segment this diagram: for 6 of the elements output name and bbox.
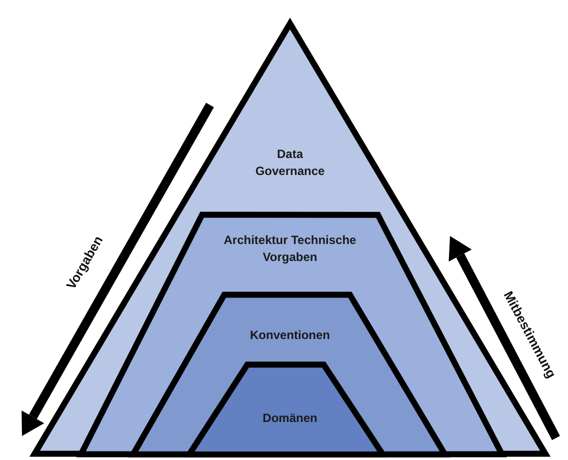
layer-label: Domänen [262,410,318,427]
layer-label: Data Governance [254,146,326,180]
trapezoid-layer [186,362,386,456]
trapezoid-layer [130,292,448,456]
layer-label: Konventionen [249,327,331,344]
layer-label: Architektur Technische Vorgaben [222,232,358,266]
